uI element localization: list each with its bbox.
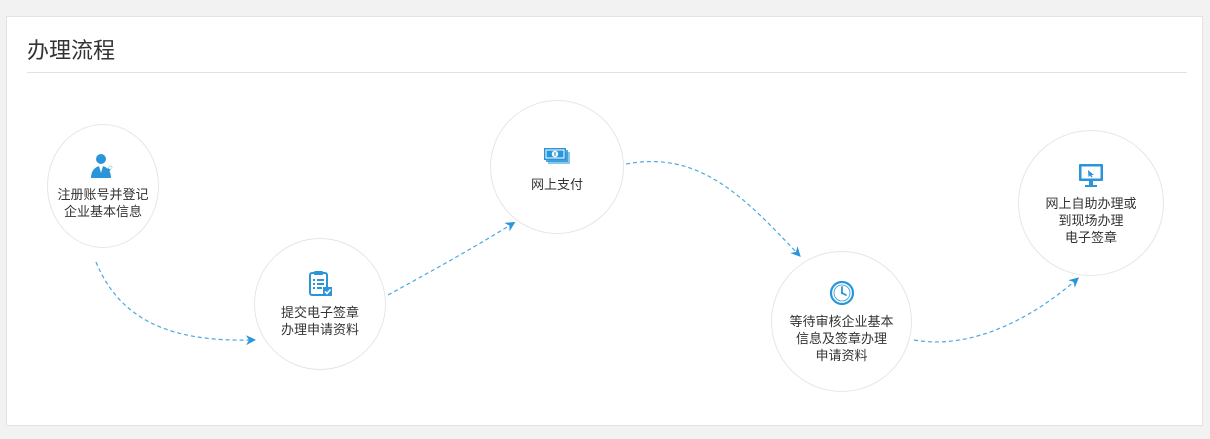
monitor-icon: [1079, 163, 1103, 187]
step-label: 提交电子签章 办理申请资料: [280, 306, 359, 338]
step-submit-application: 提交电子签章 办理申请资料: [254, 238, 386, 370]
step-label: 网上支付: [530, 177, 583, 193]
clock-icon: [829, 280, 854, 306]
step-label: 网上自助办理或 到现场办理 电子签章: [1045, 196, 1137, 246]
connector-2-3: [387, 221, 516, 296]
step-label: 注册账号并登记 企业基本信息: [57, 188, 149, 220]
cash-icon: [544, 147, 570, 164]
connector-4-5: [913, 277, 1080, 343]
checklist-icon: [309, 271, 332, 296]
connector-3-4: [625, 160, 801, 257]
step-label: 等待审核企业基本 信息及签章办理 申请资料: [789, 315, 894, 364]
step-self-service-or-onsite: 网上自助办理或 到现场办理 电子签章: [1018, 130, 1164, 276]
section-title: 办理流程: [27, 39, 116, 64]
step-await-review: 等待审核企业基本 信息及签章办理 申请资料: [771, 251, 912, 392]
connector-1-2: [95, 261, 256, 346]
step-register: 注册账号并登记 企业基本信息: [47, 124, 159, 248]
process-panel: 办理流程: [6, 16, 1203, 426]
step-online-payment: 网上支付: [490, 100, 624, 234]
user-register-icon: [91, 154, 113, 178]
title-divider: [27, 72, 1187, 73]
